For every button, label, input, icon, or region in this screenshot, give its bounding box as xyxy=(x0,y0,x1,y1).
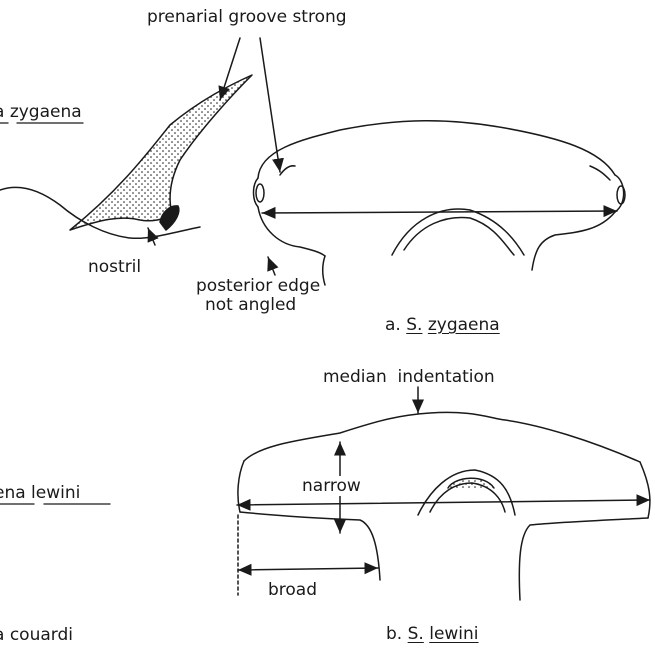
narrow-label: narrow xyxy=(300,476,363,496)
posterior-edge-label-line2: not angled xyxy=(205,295,296,315)
median-indentation-label: median indentation xyxy=(323,367,495,387)
pointer-arrows xyxy=(148,38,418,413)
side-label-lewini: ena lewini xyxy=(0,483,80,503)
side-label-zygaena: a zygaena xyxy=(0,102,82,122)
caption-a-prefix: a. xyxy=(385,315,401,335)
head-b-lewini-outline xyxy=(237,412,650,600)
caption-b: b. S. lewini xyxy=(386,624,479,644)
prenarial-groove-shape xyxy=(70,75,252,230)
caption-b-genus: S. xyxy=(408,624,424,644)
side-label-couardi: a couardi xyxy=(0,625,73,645)
broad-label: broad xyxy=(268,580,317,600)
caption-a-genus: S. xyxy=(406,315,422,335)
caption-b-prefix: b. xyxy=(386,624,402,644)
head-a-zygaena-outline xyxy=(254,121,626,285)
nostril-detail-drawing xyxy=(0,75,252,238)
caption-b-species: lewini xyxy=(429,624,478,644)
posterior-edge-label-line1: posterior edge xyxy=(196,276,320,296)
side-label-underlines xyxy=(0,123,110,504)
prenarial-groove-label: prenarial groove strong xyxy=(147,7,347,27)
nostril-label: nostril xyxy=(88,257,141,277)
caption-a: a. S. zygaena xyxy=(385,315,500,335)
caption-a-species: zygaena xyxy=(428,315,500,335)
